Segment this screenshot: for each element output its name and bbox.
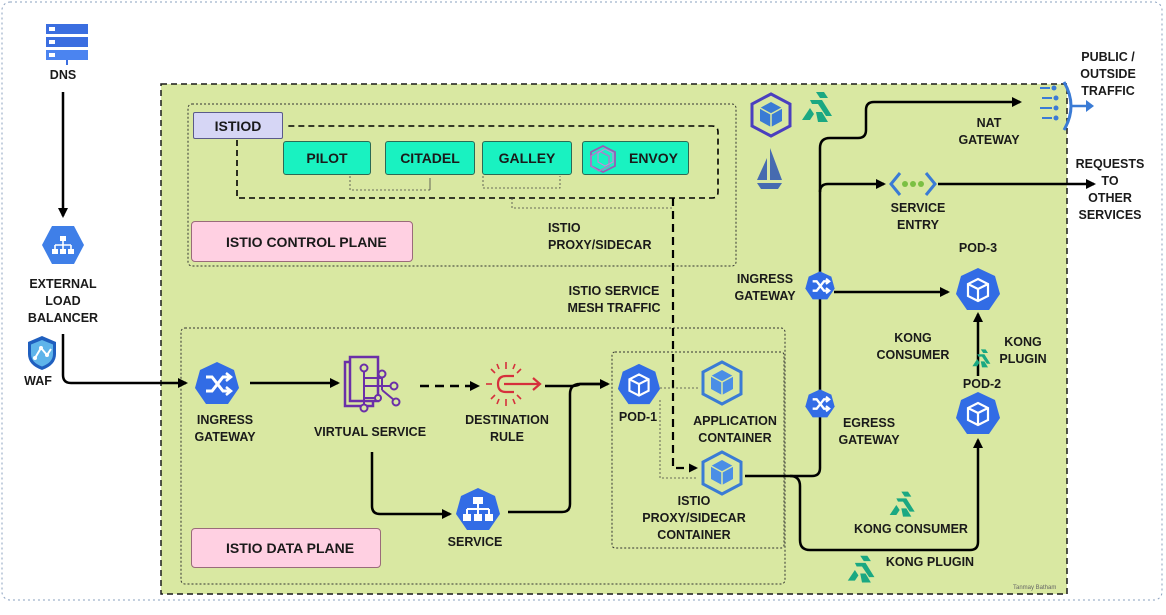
backbone-to-service-entry xyxy=(818,179,886,193)
istio-proxy-sidecar-label: ISTIO PROXY/SIDECAR xyxy=(548,221,652,252)
proxy-container-label: ISTIO PROXY/SIDECAR CONTAINER xyxy=(642,494,746,542)
application-container-label: APPLICATION CONTAINER xyxy=(693,414,777,445)
envoy-label: ENVOY xyxy=(628,150,678,166)
pod-2-icon[interactable] xyxy=(954,390,1002,438)
dns-icon xyxy=(46,24,88,65)
pod-1-icon[interactable] xyxy=(616,362,662,408)
istiod-bracket xyxy=(236,125,719,199)
proxy-to-backbone xyxy=(745,97,1022,478)
egress-gateway-label: EGRESS GATEWAY xyxy=(838,416,900,447)
pod-frame xyxy=(611,351,785,549)
mesh-container-icon xyxy=(750,92,792,138)
kong-consumer-top-label: KONG CONSUMER xyxy=(876,331,950,362)
control-plane-label: ISTIO CONTROL PLANE xyxy=(191,221,413,262)
envoy-icon xyxy=(590,145,616,173)
nat-gateway-label: NAT GATEWAY xyxy=(958,116,1020,147)
virtual-service-label: VIRTUAL SERVICE xyxy=(313,425,427,439)
external-lb-label: EXTERNAL LOAD BALANCER xyxy=(27,277,99,325)
citadel-box[interactable]: CITADEL xyxy=(385,141,475,175)
kong-consumer-bottom-label: KONG CONSUMER xyxy=(854,522,968,536)
pod-1-label: POD-1 xyxy=(618,410,658,424)
pilot-box[interactable]: PILOT xyxy=(283,141,371,175)
service-entry-icon[interactable] xyxy=(888,170,938,198)
ingress-gateway-icon xyxy=(195,362,239,404)
vs-to-service-arrow xyxy=(370,452,452,519)
kong-plugin-bottom-icon xyxy=(847,555,875,583)
ingress-gateway-label: INGRESS GATEWAY xyxy=(194,413,256,444)
kong-plugin-top-label: KONG PLUGIN xyxy=(999,335,1047,366)
kong-plugin-bottom-label: KONG PLUGIN xyxy=(885,555,975,569)
nat-gateway-icon xyxy=(1040,81,1094,131)
pod-3-icon[interactable] xyxy=(954,266,1002,314)
application-container-icon xyxy=(701,360,743,406)
outer-frame xyxy=(1,1,1163,601)
ingress-gateway-right-icon[interactable] xyxy=(804,270,836,302)
public-traffic-label: PUBLIC / OUTSIDE TRAFFIC xyxy=(1080,50,1136,98)
destination-rule-label: DESTINATION RULE xyxy=(465,413,549,444)
requests-other-label: REQUESTS TO OTHER SERVICES xyxy=(1075,157,1145,222)
egress-gateway-icon[interactable] xyxy=(804,388,836,420)
service-to-pod-arrow xyxy=(508,382,600,514)
istiod-box[interactable]: ISTIOD xyxy=(193,112,283,139)
pod-2-label: POD-2 xyxy=(962,377,1002,391)
kong-consumer-top-icon xyxy=(972,349,991,368)
load-balancer-icon xyxy=(42,226,84,264)
dns-label: DNS xyxy=(49,68,77,82)
proxy-to-pod2-arrow xyxy=(789,438,983,552)
signature: Tanmay Batham xyxy=(1013,585,1057,591)
lb-to-ingress-arrow xyxy=(61,334,188,388)
kong-icon xyxy=(802,92,832,122)
pod-3-label: POD-3 xyxy=(958,241,998,255)
istio-icon xyxy=(757,148,782,189)
waf-icon xyxy=(28,336,56,370)
pod-internal-links xyxy=(659,387,700,479)
kong-consumer-bottom-icon xyxy=(889,491,915,517)
service-label: SERVICE xyxy=(447,535,503,549)
component-links xyxy=(349,176,673,209)
data-plane-label: ISTIO DATA PLANE xyxy=(191,528,381,568)
mesh-traffic-label: ISTIO SERVICE MESH TRAFFIC xyxy=(567,284,661,315)
control-plane-frame xyxy=(187,103,737,267)
ingress-gateway-right-label: INGRESS GATEWAY xyxy=(734,272,796,303)
envoy-box[interactable]: ENVOY xyxy=(582,141,689,175)
galley-box[interactable]: GALLEY xyxy=(482,141,572,175)
virtual-service-icon xyxy=(343,355,401,413)
service-icon xyxy=(456,488,500,530)
service-entry-label: SERVICE ENTRY xyxy=(890,201,946,232)
waf-label: WAF xyxy=(24,374,52,388)
destination-rule-icon xyxy=(486,362,542,406)
data-plane-frame xyxy=(180,327,786,585)
proxy-container-icon xyxy=(701,450,743,496)
